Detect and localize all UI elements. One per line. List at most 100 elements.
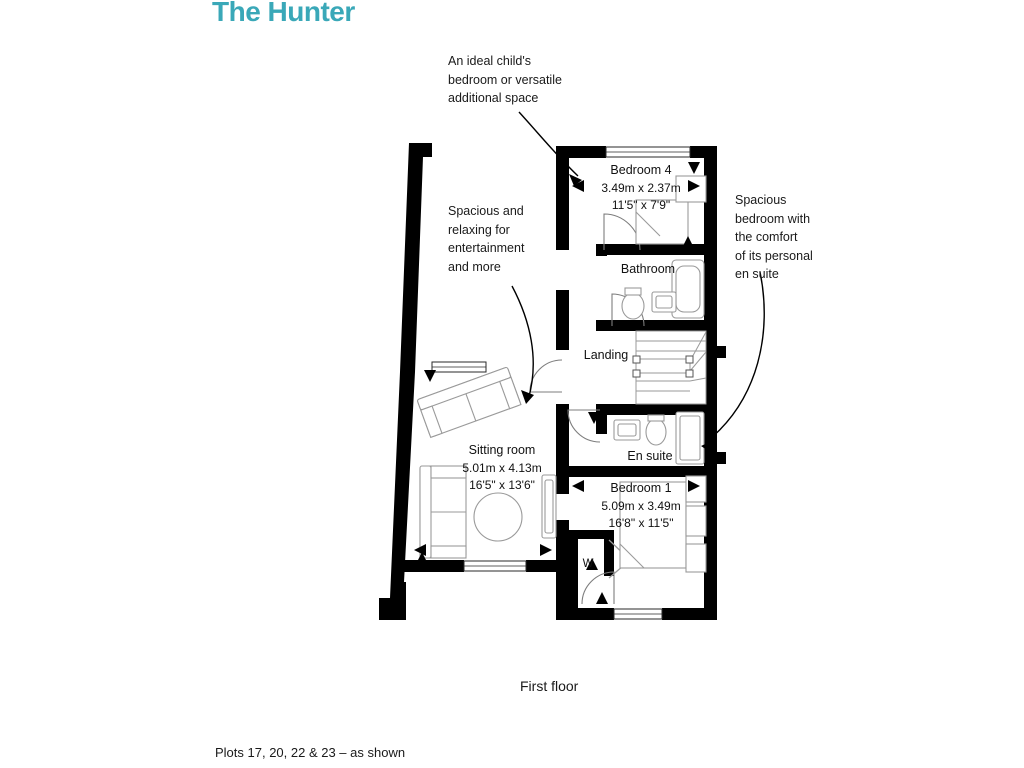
wall-left-foot (379, 598, 406, 620)
coffee-table (473, 492, 523, 542)
arrow-bed1-left (572, 480, 584, 492)
wall-bathroom-jamb (596, 244, 607, 256)
room-labels: Bedroom 4 3.49m x 2.37m 11'5" x 7'9" Bat… (462, 163, 680, 570)
wall-bottom-sitting-right (526, 560, 562, 572)
toilet-bathroom-bowl (621, 292, 645, 320)
arrow-bed1-down (596, 592, 608, 604)
stair-winder-2 (689, 351, 707, 372)
bed1-mattress (619, 481, 687, 569)
bed4-mattress (635, 199, 689, 245)
sink-ensuite-basin (617, 423, 637, 437)
wall-left-lower (390, 372, 415, 598)
arrow-bed4-up (688, 162, 700, 174)
door-ensuite (567, 409, 601, 443)
wall-right-stub-lower (704, 452, 726, 464)
fixtures-bathroom (621, 259, 705, 320)
wall-wardrobe-top (568, 530, 614, 539)
shower-ensuite-tray (679, 415, 701, 461)
stair-newel-4 (685, 369, 694, 378)
dimension-arrows (414, 162, 700, 604)
wall-right-upper (704, 146, 717, 346)
label-bedroom1-imperial: 16'8" x 11'5" (609, 516, 674, 530)
furniture-bedroom4 (635, 175, 707, 245)
label-sitting-name: Sitting room (469, 443, 536, 457)
arrow-ensuite-up (588, 412, 600, 424)
sofa-left-arm-top (430, 465, 467, 479)
wall-top-left (568, 146, 606, 158)
stair-handrail (635, 358, 691, 374)
wall-bed4-bathroom (596, 244, 708, 255)
wall-wardrobe-right (604, 536, 614, 576)
annotation-leader-heads (521, 174, 714, 452)
wall-spine-bottom (556, 520, 569, 620)
sofa-left-arm-bottom (430, 545, 467, 559)
toilet-ensuite-cistern (647, 414, 665, 422)
windows (431, 146, 691, 620)
stair-newel-3 (632, 369, 641, 378)
wall-wardrobe-left (568, 536, 578, 610)
wall-bottom-sitting-left (396, 560, 464, 572)
arrow-sitting-left (414, 544, 426, 556)
wall-spine-lower (556, 404, 569, 494)
arrow-bed1-right (688, 480, 700, 492)
arrow-sitting-up (424, 370, 436, 382)
wall-landing-ensuite (596, 404, 708, 415)
floor-caption: First floor (520, 678, 579, 694)
exterior-walls (379, 143, 726, 620)
wall-spine-mid (556, 290, 569, 350)
label-bathroom: Bathroom (621, 262, 675, 276)
wall-ensuite-jamb (596, 404, 607, 434)
bathtub-inner (675, 265, 701, 313)
leader-head-sitting (521, 390, 534, 404)
label-bedroom1-name: Bedroom 1 (610, 481, 671, 495)
arrow-bed4-left (572, 180, 584, 192)
sofa-angled-arm-right (499, 376, 522, 410)
bed1-duvet-fold (619, 543, 645, 569)
page-title: The Hunter (212, 0, 355, 27)
stair-newel-2 (685, 355, 694, 364)
wall-left-upper (400, 143, 432, 372)
label-bedroom4-imperial: 11'5" x 7'9" (612, 198, 670, 212)
arrow-wardrobe-down (586, 558, 598, 570)
label-wardrobe: W (583, 558, 594, 570)
leader-child-bedroom (518, 111, 579, 177)
wall-ensuite-bed1 (568, 466, 708, 477)
label-bedroom4-name: Bedroom 4 (610, 163, 671, 177)
bed4-duvet-fold (635, 211, 661, 237)
arrow-sitting-right (540, 544, 552, 556)
wall-right-stub-upper (704, 346, 726, 358)
annotation-sitting-room: Spacious and relaxing for entertainment … (448, 204, 525, 274)
annotation-leaders (511, 111, 765, 444)
staircase (632, 330, 707, 405)
arrow-bed4-right (688, 180, 700, 192)
sofa-angled-arm-left (420, 405, 443, 439)
furniture-bedroom1 (619, 475, 707, 573)
sink-bathroom-basin (655, 295, 673, 309)
bed1-side-table-bottom (685, 543, 707, 573)
annotation-child-bedroom: An ideal child's bedroom or versatile ad… (448, 54, 562, 105)
stair-winder-3 (689, 377, 707, 382)
plots-caption: Plots 17, 20, 22 & 23 – as shown (215, 745, 406, 760)
leader-ensuite (704, 271, 765, 444)
wall-bottom-right-seg (662, 608, 717, 620)
wall-bathroom-landing (596, 320, 708, 331)
label-landing: Landing (584, 348, 629, 362)
bed1-side-table-mid (685, 505, 707, 537)
label-sitting-metric: 5.01m x 4.13m (462, 461, 541, 475)
label-sitting-imperial: 16'5" x 13'6" (469, 478, 535, 492)
leader-head-child (569, 174, 582, 186)
wall-spine-top (556, 146, 569, 250)
furniture-sitting-room (417, 366, 557, 559)
leader-sitting (511, 285, 534, 401)
stair-newel-1 (632, 355, 641, 364)
door-bedroom1 (581, 571, 615, 605)
label-bedroom1-metric: 5.09m x 3.49m (601, 499, 680, 513)
sofa-angled (417, 366, 522, 439)
tv-unit-inner (544, 479, 554, 534)
arrow-bed4-down (682, 236, 694, 248)
sofa-left-back (419, 465, 432, 559)
sofa-angled-cushion-split (465, 393, 477, 422)
arrow-sitting-down (416, 552, 428, 564)
wall-bottom-left-seg (568, 608, 614, 620)
